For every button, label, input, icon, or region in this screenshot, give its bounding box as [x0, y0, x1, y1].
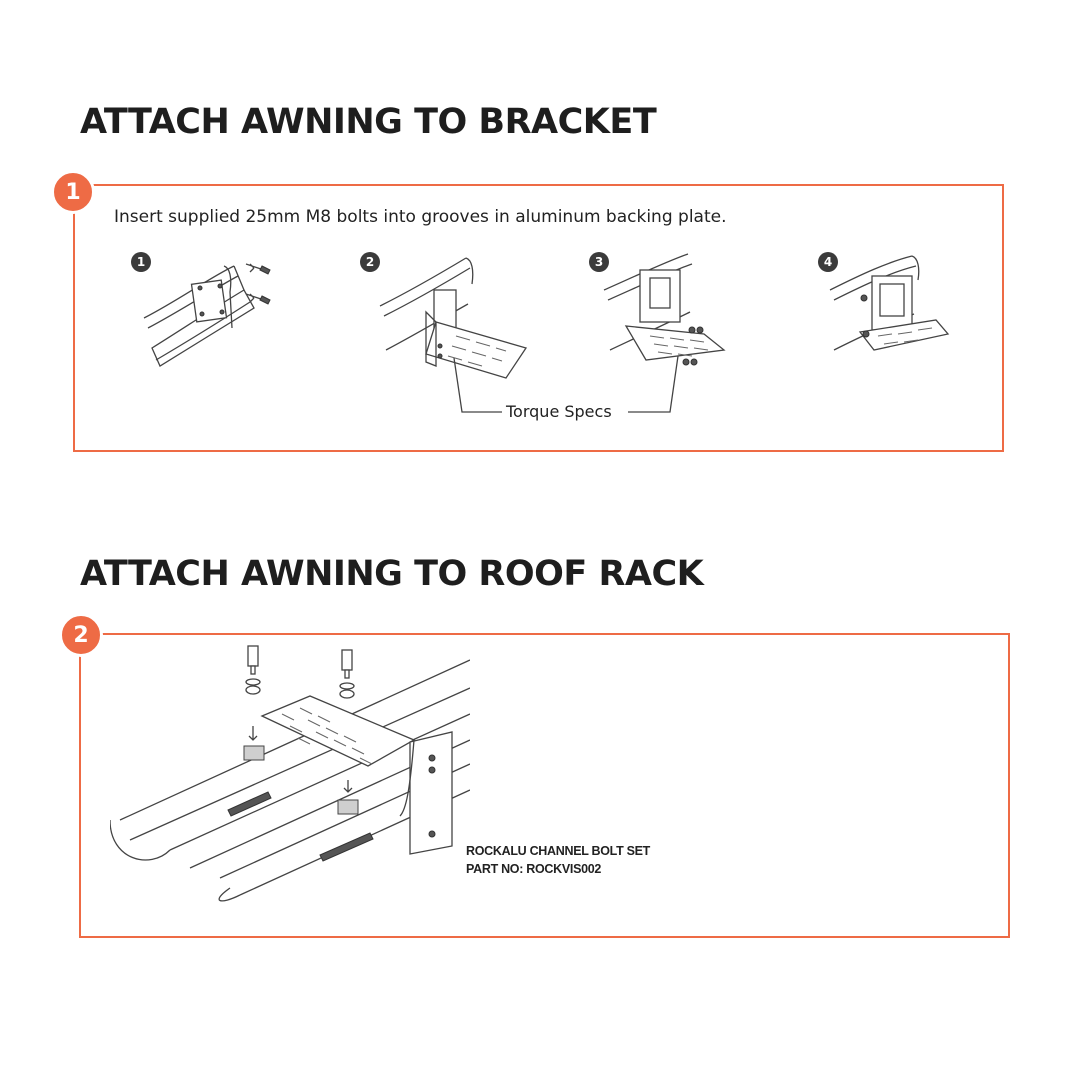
step-number-badge: 2 [59, 613, 103, 657]
sub-step-badge: 3 [589, 252, 609, 272]
bracket-attach-illustration [379, 257, 528, 379]
part-label: ROCKALU CHANNEL BOLT SET PART NO: ROCKVI… [466, 842, 650, 878]
torque-specs-label: Torque Specs [506, 402, 612, 421]
sub-step-badge: 2 [360, 252, 380, 272]
step-panel-roof-rack [79, 633, 1010, 938]
step-number-badge: 1 [51, 170, 95, 214]
part-name: ROCKALU CHANNEL BOLT SET [466, 844, 650, 858]
step-panel-bracket [73, 184, 1004, 452]
torque-leader-lines [453, 355, 679, 413]
section-title-bracket: ATTACH AWNING TO BRACKET [80, 102, 657, 142]
sub-step-badge: 1 [131, 252, 151, 272]
sub-step-badge: 4 [818, 252, 838, 272]
section-title-roof-rack: ATTACH AWNING TO ROOF RACK [80, 554, 704, 594]
awning-rail-illustration [143, 263, 271, 367]
part-number: PART NO: ROCKVIS002 [466, 862, 602, 876]
roof-rack-illustration [110, 645, 470, 902]
instruction-text: Insert supplied 25mm M8 bolts into groov… [114, 207, 727, 227]
bracket-final-illustration [829, 255, 950, 351]
bracket-bolted-illustration [603, 253, 726, 366]
